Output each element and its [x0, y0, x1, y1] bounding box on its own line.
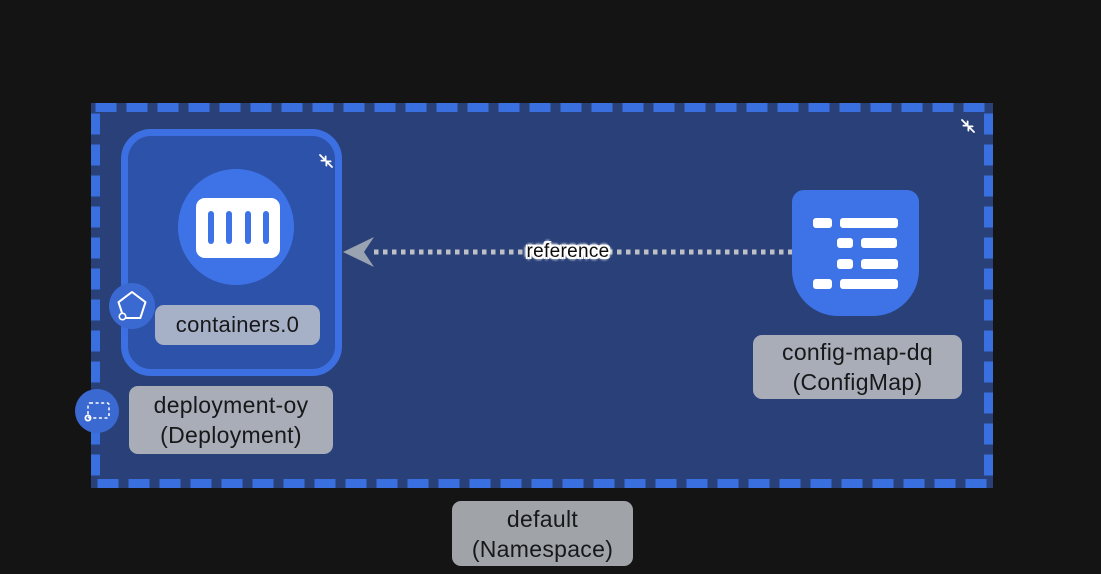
- deployment-kind: (Deployment): [160, 422, 302, 448]
- namespace-kind: (Namespace): [471, 535, 614, 562]
- configmap-label: config-map-dq (ConfigMap): [753, 335, 962, 399]
- edge-arrowhead-icon: [343, 237, 374, 267]
- deployment-dashed-rect-icon: [84, 402, 110, 422]
- reference-edge-line: [343, 237, 792, 267]
- namespace-label: default (Namespace): [452, 501, 633, 566]
- pod-badge[interactable]: [109, 283, 155, 329]
- reference-edge: reference: [340, 230, 795, 275]
- container-label-text: containers.0: [175, 312, 300, 337]
- container-icon-bar: [208, 211, 214, 244]
- configmap-name: config-map-dq: [782, 339, 933, 365]
- configmap-kind: (ConfigMap): [792, 369, 923, 395]
- namespace-node[interactable]: reference containers.0: [75, 103, 993, 566]
- container-label: containers.0: [155, 305, 320, 345]
- pod-pentagon-icon: [117, 291, 147, 321]
- namespace-name: default: [506, 505, 579, 532]
- deployment-label: deployment-oy (Deployment): [129, 386, 333, 454]
- namespace-collapse-icon[interactable]: [958, 116, 978, 136]
- deployment-node[interactable]: containers.0: [109, 129, 342, 376]
- edge-label: reference: [526, 241, 610, 262]
- deployment-badge[interactable]: [75, 389, 119, 433]
- container-icon: [196, 198, 280, 258]
- container-node[interactable]: [178, 169, 294, 285]
- deployment-collapse-icon[interactable]: [316, 151, 336, 171]
- container-icon-bar: [263, 211, 269, 244]
- container-icon-bar: [245, 211, 251, 244]
- configmap-node[interactable]: [792, 190, 919, 316]
- container-icon-bar: [226, 211, 232, 244]
- deployment-name: deployment-oy: [153, 392, 309, 418]
